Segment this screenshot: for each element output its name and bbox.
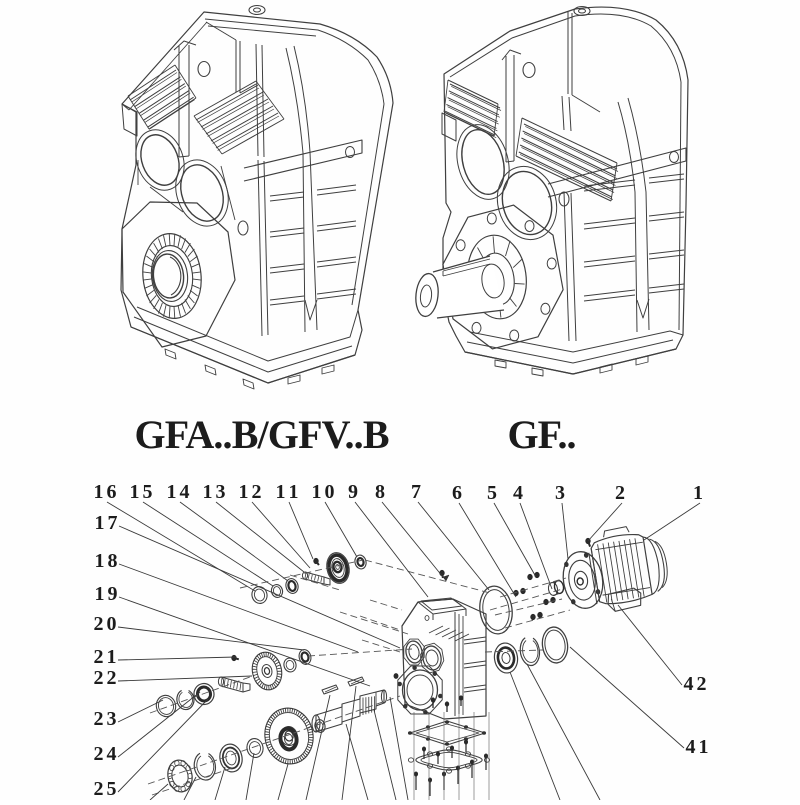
svg-text:6: 6 [452, 482, 462, 504]
svg-text:8: 8 [375, 481, 385, 503]
svg-text:9: 9 [348, 481, 358, 503]
svg-text:3: 3 [555, 482, 565, 504]
svg-text:1: 1 [693, 482, 703, 504]
svg-text:7: 7 [411, 481, 421, 503]
svg-text:2: 2 [615, 482, 625, 504]
svg-text:GF..: GF.. [508, 412, 577, 457]
svg-text:GFA..B/GFV..B: GFA..B/GFV..B [135, 412, 390, 457]
svg-text:4: 4 [513, 482, 523, 504]
svg-text:5: 5 [487, 482, 497, 504]
